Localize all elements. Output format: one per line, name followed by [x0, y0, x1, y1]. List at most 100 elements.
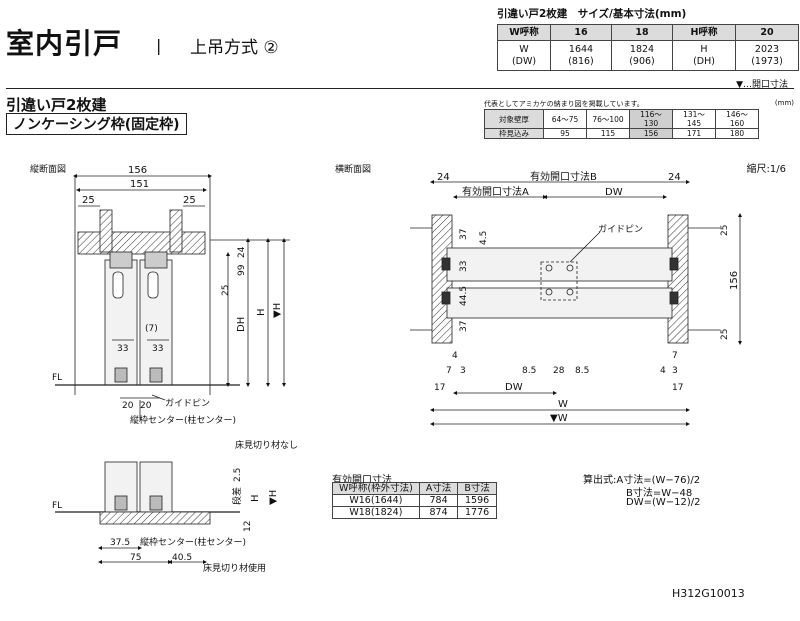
vertical-section: 縦断面図 156 151 25 25 33 33 (7) FL 20 [30, 163, 298, 451]
size-header: W呼称 [497, 24, 551, 41]
size-cell: 2023(1973) [735, 40, 799, 71]
dim-20-left: 20 [122, 401, 134, 411]
size-header: H呼称 [672, 24, 736, 41]
dim-4-5: 4.5 [479, 231, 489, 245]
dim-24-right: 24 [668, 172, 681, 183]
dim-12: 12 [243, 521, 253, 532]
sill-used-label: 床見切り材使用 [203, 562, 266, 574]
frame-center-label-v: 縦枠センター(柱センター) [130, 414, 236, 426]
opening-cell: 1776 [457, 506, 497, 519]
size-table-caption: 引違い戸2枚建 サイズ/基本寸法(mm) [497, 8, 687, 20]
size-header: 18 [611, 24, 673, 41]
dim-8-5-left: 8.5 [522, 366, 536, 376]
dim-44-5: 44.5 [459, 286, 469, 306]
dim-24-left: 24 [437, 172, 450, 183]
dim-DH: DH [236, 317, 247, 332]
dim-W-opening: ▼W [550, 413, 568, 424]
door-type-label: 引違い戸2枚建 [6, 96, 107, 114]
title-separator: | [156, 36, 162, 55]
floor-level-label-sill: FL [52, 501, 62, 511]
dim-7-right: 7 [672, 351, 678, 361]
dim-40-5: 40.5 [172, 553, 192, 563]
formula-a: 算出式:A寸法=(W−76)/2 [583, 475, 701, 486]
dim-156: 156 [128, 165, 147, 176]
dim-H: H [256, 308, 267, 316]
dim-4-left: 4 [452, 351, 458, 361]
dim-37-bottom: 37 [459, 321, 469, 332]
dim-33-left: 33 [117, 344, 128, 354]
opening-header: W呼称(枠外寸法) [332, 482, 420, 495]
product-code: H312G10013 [672, 587, 745, 600]
frame-type-label: ノンケーシング枠(固定枠) [6, 113, 187, 135]
dim-99: 99 [237, 264, 247, 276]
dim-4-right: 4 [660, 366, 666, 376]
frame-cell: 対象壁厚 [484, 109, 544, 129]
size-header: 20 [735, 24, 799, 41]
dim-H-opening-sill: ▼H [268, 490, 279, 505]
opening-header: A寸法 [418, 482, 459, 495]
size-cell: W(DW) [497, 40, 551, 71]
dim-W: W [558, 399, 568, 410]
dim-7: (7) [145, 324, 158, 334]
page-title: 室内引戸 [6, 27, 123, 60]
size-cell: 1644(816) [550, 40, 612, 71]
dim-151: 151 [130, 179, 149, 190]
dim-28: 28 [553, 366, 565, 376]
opening-dimension-note: ▼…開口寸法 [736, 80, 788, 90]
frame-table: 対象壁厚 64〜75 76〜100 116〜130 131〜145 146〜16… [484, 109, 759, 139]
dim-75: 75 [130, 553, 141, 563]
frame-center-label-s: 縦枠センター(柱センター) [140, 536, 246, 548]
frame-caption-text: 代表としてアミカケの納まり図を掲載しています。 [484, 100, 644, 108]
effective-opening-b: 有効開口寸法B [530, 170, 597, 183]
dim-2-5: 25 [221, 285, 231, 296]
formula-dw: DW=(W−12)/2 [626, 497, 701, 508]
guide-pin-label-h: ガイドピン [598, 224, 643, 235]
opening-cell: W16(1644) [332, 494, 420, 507]
dim-2-5-sill: 2.5 [233, 468, 243, 482]
dim-24: 24 [237, 246, 247, 258]
horizontal-section-label: 横断面図 [335, 163, 371, 175]
floor-level-label: FL [52, 373, 62, 383]
dim-20-right: 20 [140, 401, 152, 411]
opening-cell: 784 [418, 494, 459, 507]
frame-cell: 180 [715, 128, 759, 139]
guide-pin-label-v: ガイドピン [165, 398, 210, 409]
dim-33-h: 33 [459, 261, 469, 272]
dim-25-h-bottom: 25 [720, 329, 730, 340]
dim-H-sill: H [250, 494, 261, 502]
horizontal-section: 横断面図 24 24 有効開口寸法B 有効開口寸法A DW ガイドピン 37 4… [335, 163, 742, 426]
dim-8-5-right: 8.5 [575, 366, 589, 376]
dw-bottom: DW [505, 382, 523, 393]
page-subtitle: 上吊方式 ② [190, 38, 279, 58]
step-label: 段差 [231, 487, 243, 505]
dw-top: DW [605, 187, 623, 198]
header-divider [6, 88, 794, 89]
opening-cell: W18(1824) [332, 506, 420, 519]
no-sill-label: 床見切り材なし [235, 439, 298, 451]
size-cell: 1824(906) [611, 40, 673, 71]
dim-3-left: 3 [460, 366, 466, 376]
vertical-section-label: 縦断面図 [30, 163, 66, 175]
frame-unit: (mm) [774, 99, 794, 107]
dim-37-top: 37 [459, 229, 469, 240]
dim-7-left: 7 [446, 366, 452, 376]
dim-3-right: 3 [672, 366, 678, 376]
size-table: W呼称 16 18 H呼称 20 W(DW) 1644(816) 1824(90… [497, 24, 799, 71]
size-cell: H(DH) [672, 40, 736, 71]
dim-33-right: 33 [152, 344, 163, 354]
frame-table-caption: 代表としてアミカケの納まり図を掲載しています。 (mm) [484, 99, 794, 109]
opening-cell: 874 [418, 506, 459, 519]
scale-label: 縮尺:1/6 [746, 164, 786, 175]
dim-25-left: 25 [82, 195, 95, 206]
dim-H-opening: ▼H [272, 303, 283, 318]
opening-table: W呼称(枠外寸法) A寸法 B寸法 W16(1644) 784 1596 W18… [332, 482, 497, 519]
formula-b: B寸法=W−48 [626, 488, 693, 499]
dim-156-h: 156 [729, 271, 740, 290]
dim-25-right: 25 [183, 195, 196, 206]
effective-opening-a: 有効開口寸法A [462, 185, 529, 198]
opening-cell: 1596 [457, 494, 497, 507]
opening-header: B寸法 [457, 482, 497, 495]
dim-37-5: 37.5 [110, 538, 130, 548]
sill-section: FL 2.5 段差 H ▼H 12 37.5 縦枠センター(柱センター) 75 … [52, 461, 279, 574]
